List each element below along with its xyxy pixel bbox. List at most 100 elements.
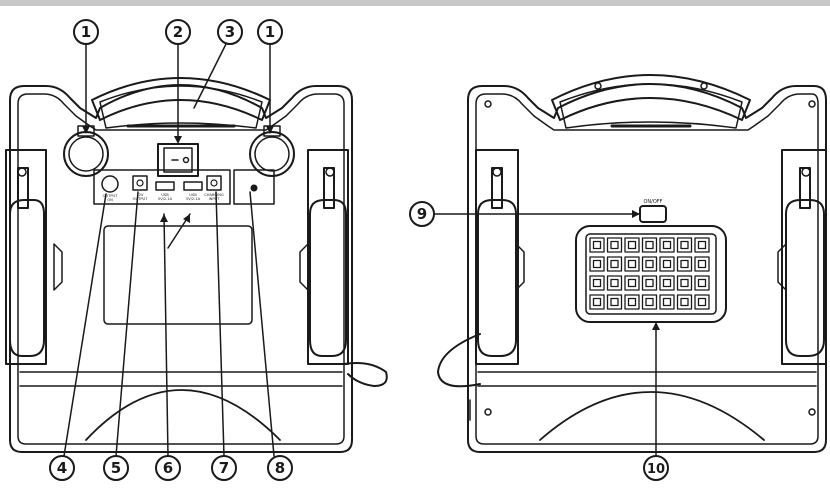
label-dc-output-1: 12V	[136, 193, 144, 197]
led-cell	[659, 294, 675, 310]
led-cell	[606, 256, 623, 272]
led-lamp-housing	[575, 225, 727, 323]
led-cell	[606, 237, 623, 253]
led-chip	[680, 278, 689, 288]
led-cell	[694, 294, 710, 310]
led-chip	[645, 297, 654, 307]
led-cell	[676, 294, 693, 310]
callout-circle-4	[49, 455, 75, 481]
led-cell	[606, 275, 623, 291]
callout-circle-6	[155, 455, 181, 481]
led-cell	[676, 237, 693, 253]
led-chip	[662, 259, 672, 269]
callout-circle-10	[643, 455, 669, 481]
led-chip	[627, 240, 637, 250]
led-chip	[592, 240, 602, 250]
led-chip	[697, 278, 707, 288]
back-cable	[437, 333, 481, 388]
led-cell	[624, 294, 640, 310]
front-handle-grip	[99, 85, 263, 129]
led-cell	[641, 275, 658, 291]
led-chip	[662, 240, 672, 250]
label-charging-input-1: CHARGING	[204, 193, 224, 197]
front-left-clamp	[5, 149, 47, 365]
arrow-heads	[82, 126, 660, 330]
leader-lines	[63, 43, 657, 457]
callout-circle-3	[217, 19, 243, 45]
led-cell	[589, 294, 605, 310]
callout-circle-1a	[73, 19, 99, 45]
label-output-on-2: ON	[107, 198, 113, 202]
callout-8: 8	[275, 459, 285, 477]
callout-circle-7	[211, 455, 237, 481]
label-usb1-2: 5V/2.1A	[158, 197, 173, 201]
led-cell	[624, 275, 640, 291]
callout-5: 5	[111, 459, 121, 477]
led-cell	[659, 275, 675, 291]
led-chip	[697, 240, 707, 250]
led-chip	[662, 278, 672, 288]
led-chip	[627, 297, 637, 307]
led-grid	[589, 237, 710, 310]
led-chip	[610, 240, 619, 250]
led-cell	[641, 237, 658, 253]
led-cell	[676, 256, 693, 272]
led-chip	[645, 278, 654, 288]
led-on-off-button	[639, 205, 667, 223]
led-chip	[610, 297, 619, 307]
front-control-panel	[93, 169, 231, 205]
label-dc-output-2: OUTPUT	[133, 197, 148, 201]
led-cell	[589, 256, 605, 272]
callout-7: 7	[219, 459, 229, 477]
callout-1a: 1	[81, 23, 91, 41]
led-chip	[680, 240, 689, 250]
led-chip	[592, 297, 602, 307]
callout-circle-8	[267, 455, 293, 481]
callout-10: 10	[647, 462, 665, 477]
callout-1b: 1	[265, 23, 275, 41]
callouts	[49, 19, 669, 481]
led-cell	[641, 256, 658, 272]
label-usb2-1: USB	[189, 193, 197, 197]
led-chip	[610, 259, 619, 269]
front-terminal-right	[249, 131, 295, 177]
led-chip	[627, 278, 637, 288]
charging-indicator	[250, 184, 258, 192]
dc-output-socket	[132, 175, 148, 191]
callout-9: 9	[417, 205, 427, 223]
front-view	[5, 77, 388, 453]
led-cell	[694, 256, 710, 272]
led-chip	[592, 259, 602, 269]
led-chip	[680, 259, 689, 269]
front-bottom-arc	[85, 389, 281, 441]
led-cell	[676, 275, 693, 291]
front-charging-panel	[233, 169, 275, 205]
back-right-clamp	[777, 149, 827, 365]
usb-port-1	[155, 181, 175, 191]
led-cell	[694, 237, 710, 253]
usb-port-2	[183, 181, 203, 191]
charging-input-socket	[206, 175, 222, 191]
led-cell	[606, 294, 623, 310]
back-left-clamp	[475, 149, 525, 365]
led-chip	[662, 297, 672, 307]
front-handle	[91, 77, 271, 121]
led-cell	[641, 294, 658, 310]
back-body-outline	[467, 83, 827, 453]
callout-6: 6	[163, 459, 173, 477]
front-label-plate	[103, 225, 253, 325]
led-cell	[659, 237, 675, 253]
front-body-inner	[17, 93, 345, 445]
front-cable	[343, 362, 388, 387]
callout-2: 2	[173, 23, 183, 41]
led-chip	[697, 259, 707, 269]
led-cell	[659, 256, 675, 272]
callout-circle-2	[165, 19, 191, 45]
led-chip	[645, 240, 654, 250]
led-chip	[627, 259, 637, 269]
top-bar	[0, 0, 830, 6]
on-off-label: ON/OFF	[643, 199, 662, 205]
back-body-inner	[475, 93, 819, 445]
